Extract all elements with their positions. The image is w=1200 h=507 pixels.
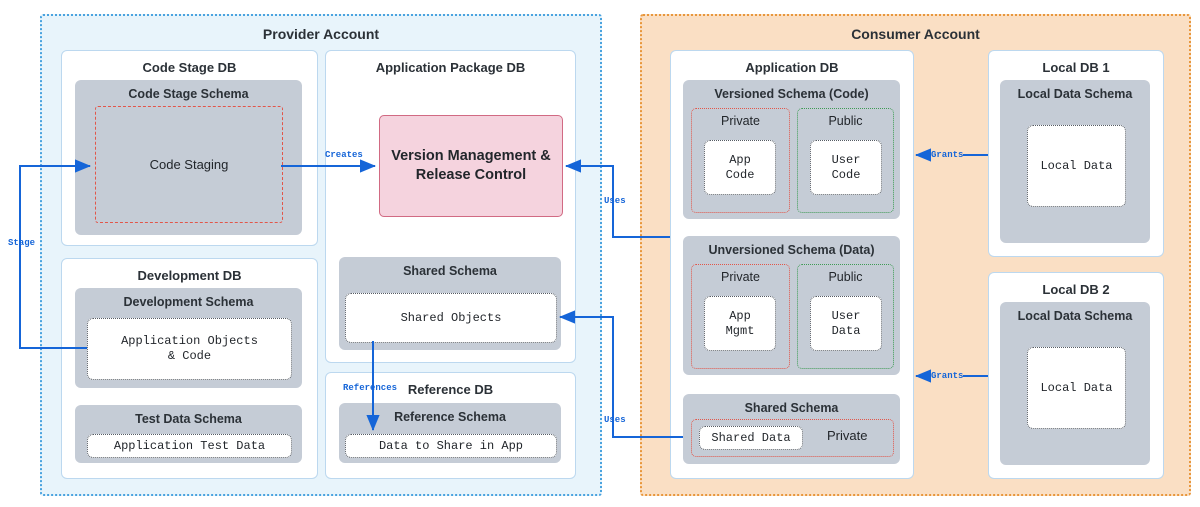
development-schema-title: Development Schema [123,295,254,309]
local-db-2-schema-title: Local Data Schema [1017,309,1133,323]
user-data-object: User Data [810,296,882,351]
local-db-1-title: Local DB 1 [1042,60,1110,75]
versioned-public-label: Public [828,114,863,128]
app-mgmt-object: App Mgmt [704,296,776,351]
local-db-1-schema-title: Local Data Schema [1017,87,1133,101]
arrow-label-creates: Creates [325,150,363,160]
app-code-object: App Code [704,140,776,195]
shared-data-object: Shared Data [699,426,803,450]
unversioned-public-label: Public [828,270,863,284]
arrow-label-uses-top: Uses [604,196,626,206]
application-package-db-title: Application Package DB [375,60,526,75]
application-objects-and-code-object: Application Objects & Code [87,318,292,380]
arrow-label-grants-top: Grants [931,150,964,160]
user-code-object: User Code [810,140,882,195]
application-test-data-object: Application Test Data [87,434,292,458]
code-staging-object: Code Staging [95,106,283,223]
local-db-2-title: Local DB 2 [1042,282,1110,297]
versioned-public-zone: Public [797,108,894,213]
development-db-title: Development DB [137,268,242,283]
arrow-label-grants-bottom: Grants [931,371,964,381]
versioned-schema-code-title: Versioned Schema (Code) [714,87,869,101]
data-to-share-in-app-object: Data to Share in App [345,434,557,458]
reference-schema-title: Reference Schema [394,410,506,424]
reference-db-title: Reference DB [407,382,494,397]
arrow-label-uses-bottom: Uses [604,415,626,425]
arrow-label-references: References [343,383,398,393]
package-shared-schema-title: Shared Schema [403,264,497,278]
code-stage-schema-title: Code Stage Schema [128,87,249,101]
consumer-shared-schema-title: Shared Schema [744,401,839,415]
provider-account-title: Provider Account [262,26,380,42]
shared-objects-object: Shared Objects [345,293,557,343]
versioned-private-label: Private [721,114,760,128]
consumer-shared-private-label: Private [827,428,868,443]
unversioned-public-zone: Public [797,264,894,369]
test-data-schema-title: Test Data Schema [135,412,242,426]
local-db-1-data-object: Local Data [1027,125,1126,207]
arrow-label-stage: Stage [8,238,36,248]
versioned-private-zone: Private [691,108,790,213]
unversioned-schema-data-title: Unversioned Schema (Data) [708,243,875,257]
local-db-2-data-object: Local Data [1027,347,1126,429]
consumer-shared-private-zone [691,419,894,457]
unversioned-private-label: Private [721,270,760,284]
consumer-account-title: Consumer Account [851,26,980,42]
version-management-release-control-box: Version Management & Release Control [379,115,563,217]
unversioned-private-zone: Private [691,264,790,369]
application-db-title: Application DB [745,60,839,75]
code-stage-schema: Code Stage Schema [75,80,302,235]
code-stage-db-title: Code Stage DB [142,60,237,75]
